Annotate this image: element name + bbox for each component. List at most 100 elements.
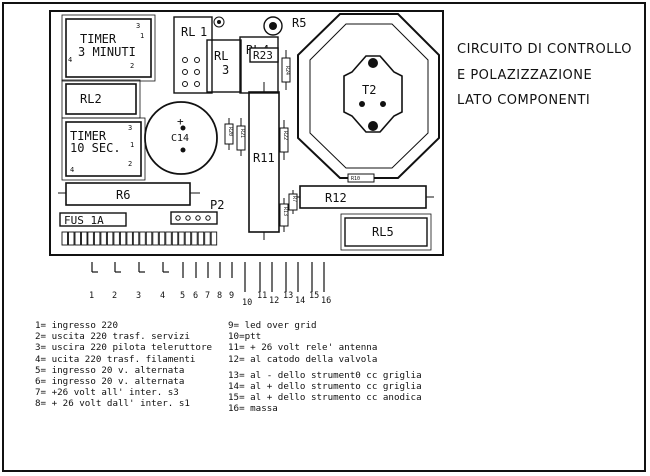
relay-rl2: RL2 <box>61 79 141 119</box>
terminal-pad <box>197 231 205 246</box>
terminal-pad <box>87 231 94 246</box>
terminal-number: 4 <box>160 291 165 301</box>
connector-p2: P2 <box>170 198 224 225</box>
resistor-r21: R21 <box>236 118 246 156</box>
terminal-pad <box>158 231 166 246</box>
legend-item: 5= ingresso 20 v. alternata <box>35 364 185 376</box>
terminal-pad <box>61 231 68 246</box>
legend-item: 8= + 26 volt dall' inter. s1 <box>35 398 190 410</box>
terminal-pad <box>68 231 75 246</box>
legend-item: 16= massa <box>228 403 278 415</box>
terminal-number: 6 <box>193 291 198 301</box>
timer2-pin3: 3 <box>128 124 132 132</box>
terminal-pad <box>106 231 114 246</box>
legend-item: 3= uscira 220 pilota teleruttore <box>35 342 213 354</box>
heatsink <box>297 13 440 179</box>
terminal-number: 8 <box>217 291 222 301</box>
terminal-number: 5 <box>180 291 185 301</box>
terminal-pad <box>100 231 107 246</box>
resistor-r24: R24 <box>281 50 291 90</box>
legend-item: 9= led over grid <box>228 320 317 331</box>
terminal-number: 7 <box>205 291 210 301</box>
rl3-line1: RL <box>214 49 228 63</box>
terminal-number: 11 <box>257 291 267 301</box>
resistor-r13: R13 <box>279 198 289 232</box>
title-line-1: CIRCUITO DI CONTROLLO <box>457 42 632 57</box>
legend-left: 1= ingresso 220 2= uscita 220 trasf. ser… <box>35 320 212 410</box>
r10-label: R10 <box>351 176 360 182</box>
terminal-number: 9 <box>229 291 234 301</box>
relay-rl5: RL5 <box>340 213 432 251</box>
legend-right: 9= led over grid 10=ptt 11= + 26 volt re… <box>228 320 422 415</box>
fuse-fus-1a: FUS 1A <box>59 212 127 227</box>
rl1-line2: 1 <box>200 25 207 39</box>
resistor-r11: R11 <box>248 82 280 240</box>
timer1-line1: TIMER <box>80 32 117 46</box>
timer-3-minuti: TIMER 3 MINUTI 3 1 2 4 <box>61 14 156 82</box>
title-line-2: E POLAZIZZAZIONE <box>457 68 592 83</box>
timer-10-sec: TIMER 10 SEC. 3 1 2 4 <box>61 117 146 181</box>
terminal-pad <box>152 231 159 246</box>
c14-plus: + <box>177 115 184 128</box>
legend-item: 7= +26 volt all' inter. s3 <box>35 387 179 399</box>
terminal-pad <box>184 231 192 246</box>
relay-rl1: RL 1 <box>173 16 213 94</box>
terminal-pad <box>178 231 185 246</box>
resistor-r6: R6 <box>58 182 200 206</box>
fus-label: FUS 1A <box>64 214 104 227</box>
terminal-number: 16 <box>321 296 331 306</box>
legend-item: 2= uscita 220 trasf. servizi <box>35 331 190 343</box>
capacitor-c14: + C14 <box>144 101 218 175</box>
timer1-pin3: 3 <box>136 22 140 30</box>
resistor-r12: R12 <box>292 185 434 209</box>
r22-label: R22 <box>282 131 288 140</box>
terminal-pad <box>171 231 179 246</box>
legend-item: 13= al - dello strument0 cc griglia <box>228 369 422 381</box>
terminal-pad <box>210 231 218 246</box>
rl5-label: RL5 <box>372 225 394 239</box>
terminal-pad <box>132 231 140 246</box>
timer1-pin2: 2 <box>130 62 134 70</box>
terminal-pad <box>113 231 120 246</box>
rl2-label: RL2 <box>80 92 102 106</box>
timer1-pin4: 4 <box>68 56 72 64</box>
timer1-line2: 3 MINUTI <box>78 45 136 59</box>
terminal-number: 2 <box>112 291 117 301</box>
terminal-number: 15 <box>309 291 319 301</box>
rl3-line2: 3 <box>222 63 229 77</box>
p2-label: P2 <box>210 198 224 212</box>
terminal-pad <box>74 231 81 246</box>
legend-item: 10=ptt <box>228 331 262 343</box>
terminal-number: 10 <box>242 298 252 308</box>
legend-item: 11= + 26 volt rele' antenna <box>228 342 378 354</box>
r20-label: R20 <box>227 127 233 136</box>
transistor-t2: T2 <box>343 55 403 133</box>
relay-rl3: RL 3 <box>206 39 242 93</box>
r5-label: R5 <box>292 16 306 30</box>
r24-label: R24 <box>284 66 290 75</box>
r23-label: R23 <box>253 49 273 62</box>
timer2-line1: TIMER <box>70 129 107 143</box>
timer2-pin4: 4 <box>70 166 74 174</box>
t2-label: T2 <box>362 83 376 97</box>
terminal-pad <box>204 231 211 246</box>
terminal-pad <box>191 231 198 246</box>
legend-item: 1= ingresso 220 <box>35 320 118 331</box>
rl1-line1: RL <box>181 25 195 39</box>
legend-item: 4= ucita 220 trasf. filamenti <box>35 353 196 365</box>
legend-item: 15= al + dello strumento cc anodica <box>228 392 422 404</box>
relay-rl4: RL 4 <box>239 36 279 94</box>
resistor-r10: R10 <box>340 173 380 183</box>
r21-label: R21 <box>239 129 245 138</box>
terminal-pad <box>139 231 146 246</box>
terminal-number: 14 <box>295 296 305 306</box>
legend-item: 6= ingresso 20 v. alternata <box>35 376 185 388</box>
terminal-number: 12 <box>269 296 279 306</box>
terminal-pad <box>145 231 153 246</box>
r13-label: R13 <box>282 207 288 216</box>
terminal-pad <box>93 231 101 246</box>
terminal-strip <box>61 231 218 246</box>
trimmer-r5: R5 <box>263 16 306 36</box>
